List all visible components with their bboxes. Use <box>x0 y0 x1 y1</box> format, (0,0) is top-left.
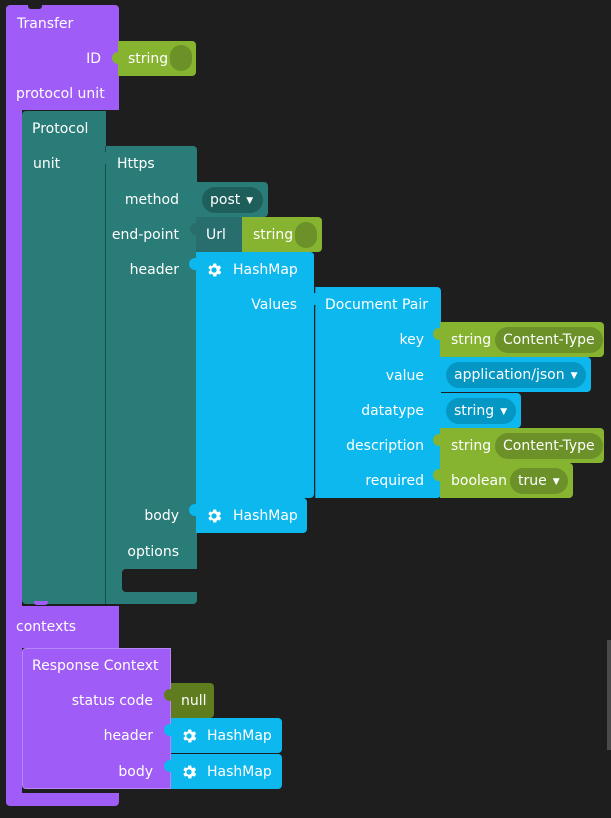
rc-body-label: body <box>118 764 153 780</box>
dropdown-caret-icon: ▼ <box>570 371 578 381</box>
url-connector <box>190 223 202 235</box>
datatype-label: datatype <box>361 403 424 419</box>
value-dropdown[interactable]: application/json ▼ <box>446 362 586 388</box>
status-code-null-block[interactable] <box>171 683 214 718</box>
url-label: Url <box>206 227 226 243</box>
header-hashmap-block[interactable] <box>196 252 314 498</box>
https-block[interactable] <box>106 146 197 604</box>
https-connector <box>99 152 111 164</box>
document-pair-block[interactable] <box>315 287 441 498</box>
value-connector <box>433 363 445 375</box>
id-string-field[interactable] <box>170 45 192 71</box>
transfer-id-label: ID <box>86 51 101 67</box>
body-hashmap-connector <box>189 504 201 516</box>
dropdown-caret-icon: ▼ <box>500 407 508 417</box>
transfer-contexts-row <box>6 606 119 648</box>
document-pair-connector <box>308 293 320 305</box>
gear-icon[interactable] <box>180 727 198 745</box>
datatype-connector <box>433 399 445 411</box>
endpoint-label: end-point <box>111 227 179 243</box>
required-dropdown[interactable]: true ▼ <box>510 468 568 494</box>
transfer-block[interactable] <box>6 5 119 110</box>
protocol-title: Protocol <box>32 121 89 137</box>
rc-body-hashmap-title: HashMap <box>207 764 272 780</box>
response-context-block[interactable] <box>22 648 171 789</box>
url-string-label: string <box>253 227 294 243</box>
id-connector <box>112 52 124 64</box>
required-label: required <box>365 473 424 489</box>
protocol-block[interactable] <box>22 111 106 604</box>
status-code-value: null <box>181 693 207 709</box>
protocol-unit-label: unit <box>33 156 61 172</box>
protocol-unit-label: protocol unit <box>16 86 105 102</box>
values-label: Values <box>251 297 297 313</box>
rc-body-hashmap-block[interactable] <box>171 754 282 789</box>
datatype-dropdown[interactable]: string ▼ <box>446 398 516 424</box>
value-value: application/json <box>454 367 565 383</box>
description-label: description <box>346 438 424 454</box>
body-hashmap-title: HashMap <box>233 508 298 524</box>
key-label: key <box>399 332 424 348</box>
header-hashmap-title: HashMap <box>233 262 298 278</box>
transfer-spine <box>6 108 22 608</box>
dropdown-caret-icon: ▼ <box>552 477 560 487</box>
method-dropdown[interactable]: post ▼ <box>202 187 263 213</box>
gear-icon[interactable] <box>180 763 198 781</box>
header-hashmap-connector <box>189 258 201 270</box>
rc-header-hashmap-title: HashMap <box>207 728 272 744</box>
required-value: true <box>518 473 547 489</box>
dropdown-caret-icon: ▼ <box>246 196 254 206</box>
transfer-title: Transfer <box>17 16 74 32</box>
workspace-scrollbar[interactable] <box>607 640 611 750</box>
https-title: Https <box>117 156 155 172</box>
https-options-slot <box>122 569 197 592</box>
header-label: header <box>129 262 179 278</box>
status-code-connector <box>164 689 176 701</box>
key-type-label: string <box>451 332 492 348</box>
description-connector <box>433 434 445 446</box>
body-hashmap-block[interactable] <box>196 498 307 533</box>
contexts-label: contexts <box>16 619 77 635</box>
id-string-label: string <box>128 51 169 67</box>
description-type-label: string <box>451 438 492 454</box>
rc-header-connector <box>164 724 176 736</box>
url-block[interactable] <box>196 217 242 252</box>
required-connector <box>433 469 445 481</box>
body-label: body <box>144 508 179 524</box>
value-label: value <box>385 368 424 384</box>
key-connector <box>433 328 445 340</box>
method-value: post <box>210 192 241 208</box>
description-value-field[interactable]: Content-Type <box>495 433 603 459</box>
header-hashmap-top <box>196 252 314 287</box>
response-context-title: Response Context <box>32 658 159 674</box>
status-code-label: status code <box>71 693 153 709</box>
method-label: method <box>124 192 179 208</box>
rc-body-connector <box>164 760 176 772</box>
datatype-value: string <box>454 403 495 419</box>
key-value-field[interactable]: Content-Type <box>495 327 603 353</box>
url-string-field[interactable] <box>295 222 317 248</box>
transfer-bottom <box>6 793 119 806</box>
required-type-label: boolean <box>451 473 507 489</box>
document-pair-title: Document Pair <box>325 297 429 313</box>
rc-header-hashmap-block[interactable] <box>171 718 282 753</box>
rc-header-label: header <box>103 728 153 744</box>
gear-icon[interactable] <box>205 261 223 279</box>
gear-icon[interactable] <box>205 507 223 525</box>
options-label: options <box>127 544 179 560</box>
transfer-spine-lower <box>6 646 22 796</box>
